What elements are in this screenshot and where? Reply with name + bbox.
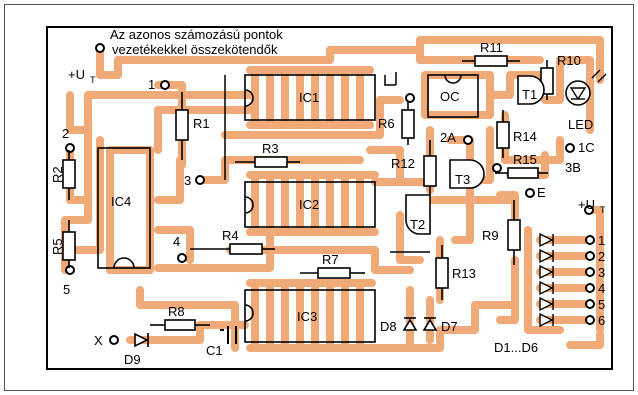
resistors: [62, 55, 554, 331]
t2-label: T2: [410, 217, 425, 232]
supply-left-label: +U: [68, 67, 85, 82]
r8-label: R8: [168, 304, 185, 319]
ic2-notch: [244, 196, 254, 214]
r7-label: R7: [322, 252, 339, 267]
diode-stack: [539, 232, 554, 328]
r1-label: R1: [193, 116, 210, 131]
r6-label: R6: [378, 116, 395, 131]
r13-label: R13: [452, 266, 476, 281]
output-1-label: 1: [598, 233, 605, 248]
ic2-body: [244, 181, 376, 228]
output-3-label: 3: [598, 265, 605, 280]
ic1-label: IC1: [299, 90, 319, 105]
oc-notch: [444, 74, 462, 84]
capacitor-c1: [220, 326, 237, 344]
transistors: [405, 75, 545, 235]
d8-label: D8: [380, 319, 397, 334]
pads: [65, 43, 595, 345]
note-line-1: Az azonos számozású pontok: [110, 27, 283, 42]
oc-body: [427, 74, 479, 118]
t1-label: T1: [522, 87, 537, 102]
d9-label: D9: [124, 352, 141, 367]
point-2-label: 2: [62, 126, 69, 141]
r1-body: [175, 109, 189, 141]
ic3-label: IC3: [297, 309, 317, 324]
r9-body: [507, 219, 521, 251]
r13-body: [435, 257, 449, 289]
r4-label: R4: [222, 228, 239, 243]
t3-label: T3: [455, 172, 470, 187]
r12-label: R12: [391, 156, 415, 171]
supply-right-sub: T: [600, 205, 606, 215]
t3-body: [449, 159, 485, 189]
r11-label: R11: [480, 40, 503, 55]
point-3b-label: 3B: [565, 160, 581, 175]
ic-outlines: [97, 74, 479, 343]
note-line-2: vezetékekkel összekötendők: [112, 42, 278, 57]
resistor-leads: [68, 60, 548, 326]
t1-body: [517, 75, 545, 105]
r12-body: [423, 155, 437, 187]
d7-label: D7: [441, 319, 458, 334]
t2-body: [405, 194, 431, 235]
r9-label: R9: [482, 228, 499, 243]
r10-label: R10: [557, 53, 581, 68]
ic4-body: [97, 147, 151, 269]
oc-label: OC: [440, 89, 460, 104]
d8-symbol: [402, 318, 418, 331]
r6-body: [401, 109, 415, 139]
r7-body: [317, 267, 351, 279]
r4-body: [229, 243, 263, 255]
r14-body: [496, 121, 510, 149]
point-e-label: E: [537, 185, 546, 200]
r11-body: [474, 55, 508, 67]
output-5-label: 5: [598, 297, 605, 312]
diodes: [134, 317, 438, 348]
point-1-label: 1: [148, 77, 155, 92]
r3-label: R3: [262, 141, 279, 156]
supply-left-sub: T: [90, 75, 96, 85]
point-5-label: 5: [63, 282, 70, 297]
ic1-notch: [244, 89, 254, 107]
d1-d6-label: D1...D6: [494, 340, 538, 355]
r2-label: R2: [50, 166, 65, 183]
led-symbol: [565, 69, 607, 106]
point-2a-label: 2A: [440, 130, 456, 145]
r14-label: R14: [513, 129, 537, 144]
d9-symbol: [134, 332, 149, 348]
d7-symbol: [422, 318, 438, 331]
point-x-label: X: [94, 333, 103, 348]
led-label: LED: [568, 117, 593, 132]
r15-label: R15: [513, 152, 537, 167]
output-2-label: 2: [598, 249, 605, 264]
jumper-wires: [224, 72, 430, 253]
ic3-body: [244, 289, 376, 343]
point-3-label: 3: [184, 173, 191, 188]
ic4-notch: [113, 257, 135, 269]
r15-body: [507, 167, 539, 179]
ic1-body: [244, 74, 376, 121]
outer-frame: [4, 4, 634, 391]
output-4-label: 4: [598, 281, 605, 296]
ic3-notch: [244, 304, 254, 322]
r3-body: [254, 156, 288, 168]
r8-body: [164, 319, 196, 331]
top-supply-trace: [96, 36, 604, 84]
output-6-label: 6: [598, 313, 605, 328]
point-4-label: 4: [173, 234, 180, 249]
supply-right-label: +U: [578, 197, 595, 212]
ic4-label: IC4: [111, 194, 131, 209]
point-1c-label: 1C: [578, 140, 595, 155]
ic2-label: IC2: [299, 197, 319, 212]
c1-label: C1: [206, 343, 223, 358]
board-outline: [46, 26, 613, 370]
r5-label: R5: [50, 238, 65, 255]
